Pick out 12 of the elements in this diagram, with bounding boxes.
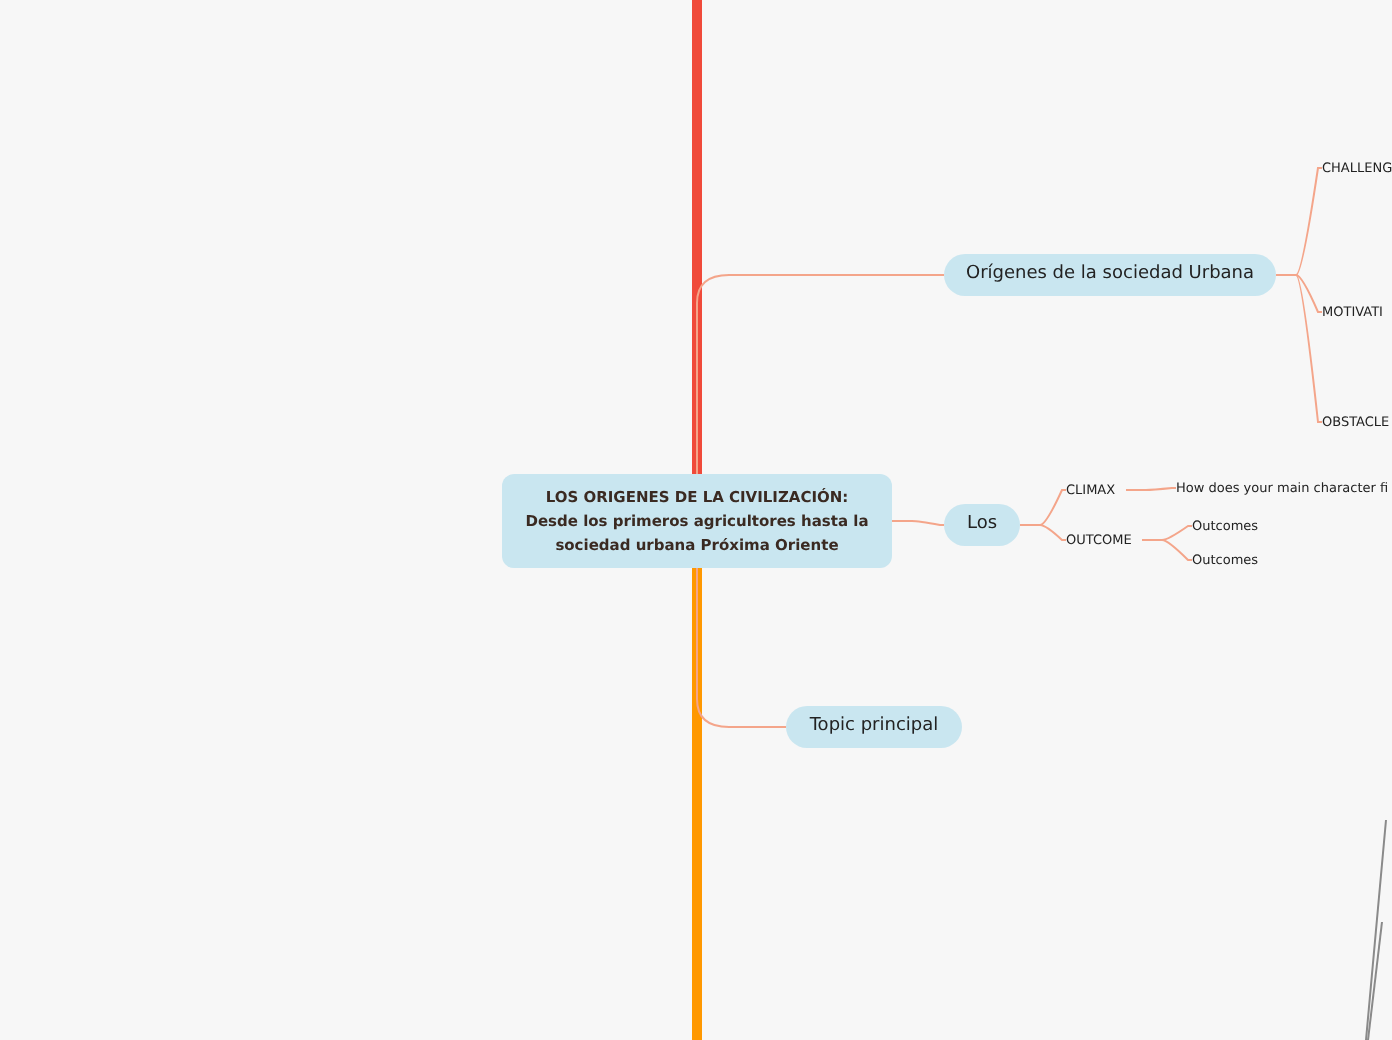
topic-pill: Los	[944, 504, 1020, 546]
branch-line	[696, 567, 787, 728]
branch-line	[1275, 274, 1323, 423]
trunk-line	[692, 568, 702, 1040]
topic-pill: Topic principal	[786, 706, 962, 748]
branch-line	[1019, 524, 1067, 541]
branch-line	[696, 274, 945, 475]
topic-pill: Orígenes de la sociedad Urbana	[944, 254, 1276, 296]
branch-line	[1125, 487, 1177, 491]
trunk-line	[692, 0, 702, 474]
branch-line	[1141, 539, 1193, 561]
branch-line	[891, 520, 945, 526]
